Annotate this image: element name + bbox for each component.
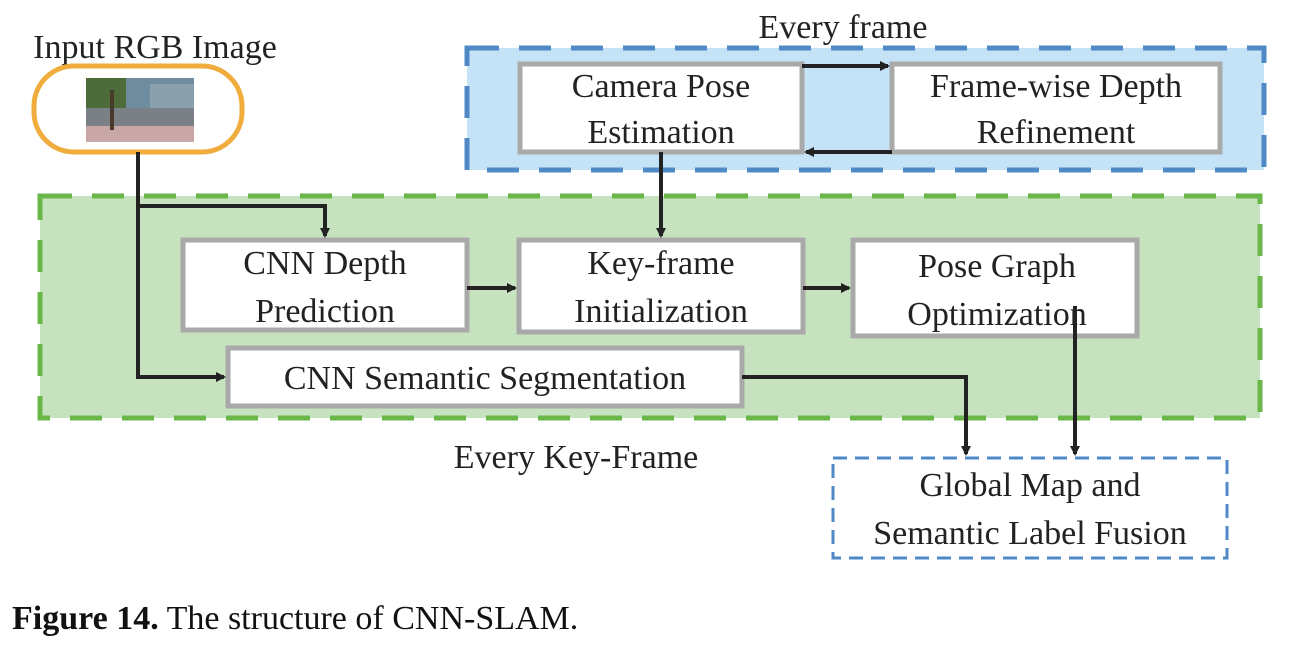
keyframe-init-line2: Initialization	[574, 293, 748, 330]
global-map-line2: Semantic Label Fusion	[873, 515, 1187, 552]
camera-pose-line1: Camera Pose	[572, 68, 750, 105]
cnn-semantic-line1: CNN Semantic Segmentation	[284, 360, 686, 397]
frame-depth-box	[889, 61, 1223, 155]
global-map-line1: Global Map and	[920, 467, 1141, 504]
pose-graph-line1: Pose Graph	[918, 248, 1076, 285]
figure-caption-text: The structure of CNN-SLAM.	[158, 600, 579, 637]
cnn-depth-box	[180, 237, 470, 333]
pose-graph-line2: Optimization	[907, 296, 1086, 333]
arrow-semantic-to-global	[742, 375, 971, 456]
every-keyframe-label: Every Key-Frame	[454, 439, 699, 476]
frame-depth-line2: Refinement	[977, 114, 1136, 151]
every-frame-label: Every frame	[759, 9, 928, 46]
figure-caption-label: Figure 14.	[12, 600, 159, 637]
frame-depth-line1: Frame-wise Depth	[930, 68, 1182, 105]
cnn-depth-line1: CNN Depth	[243, 245, 406, 282]
input-rgb-label: Input RGB Image	[33, 29, 277, 66]
keyframe-init-line1: Key-frame	[587, 245, 734, 282]
camera-pose-line2: Estimation	[587, 114, 734, 151]
cnn-depth-line2: Prediction	[255, 293, 395, 330]
input-rgb-thumbnail	[86, 78, 194, 142]
pose-graph-box	[850, 237, 1140, 339]
arrow-input-to-cnn-depth	[138, 204, 330, 238]
cnn-semantic-box	[225, 345, 745, 409]
global-map-box	[831, 456, 1229, 560]
arrow-input-to-semantic	[136, 152, 226, 382]
figure-caption: Figure 14. The structure of CNN-SLAM.	[12, 600, 578, 638]
